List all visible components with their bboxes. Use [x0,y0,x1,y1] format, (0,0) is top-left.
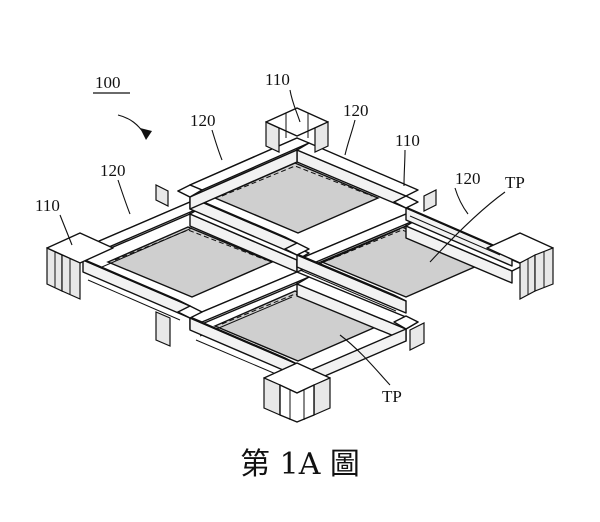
arrowhead [140,128,152,140]
label-tp-lower: TP [382,387,402,406]
node-inner [155,184,437,351]
beams-ne [82,137,525,342]
label-120-upper-left: 120 [190,111,216,130]
leader-lines [59,89,506,386]
node-left [46,232,114,300]
label-120-right: 120 [455,169,481,188]
node-right [486,232,554,300]
label-110-right: 110 [395,131,420,150]
label-tp-upper: TP [505,173,525,192]
label-100: 100 [95,73,121,92]
label-110-left: 110 [35,196,60,215]
reference-labels: 100 110 120 120 110 120 120 TP 110 TP [35,70,525,406]
label-120-left: 120 [100,161,126,180]
node-top [265,107,329,153]
label-120-upper-right: 120 [343,101,369,120]
label-110-top: 110 [265,70,290,89]
node-bottom [263,362,331,423]
node-posts [46,107,554,423]
beams-se [70,149,513,389]
figure-caption: 第 1A 圖 [240,447,360,482]
